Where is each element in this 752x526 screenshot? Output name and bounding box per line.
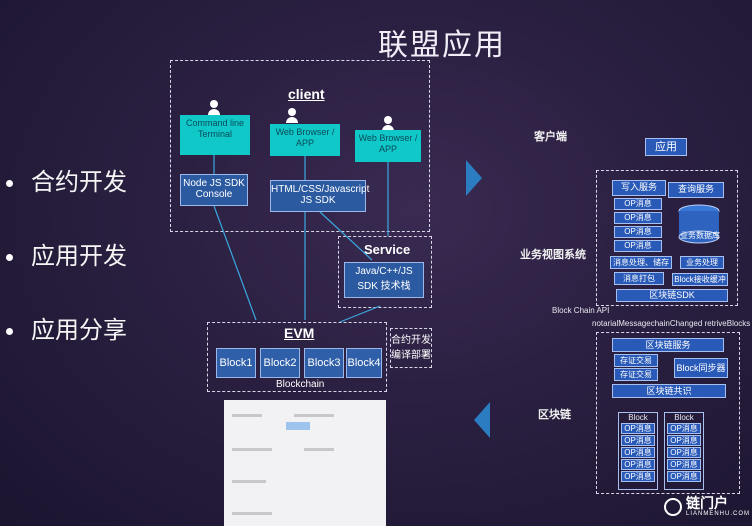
chain-frame — [596, 332, 740, 494]
op-msg: OP消息 — [614, 212, 662, 224]
app-box: 应用 — [645, 138, 687, 156]
client-frame — [170, 60, 430, 232]
inset-button — [286, 422, 310, 430]
block-item: Block1 — [216, 348, 256, 378]
op-msg: OP消息 — [614, 226, 662, 238]
logo-icon — [664, 498, 682, 516]
client-box-browser: Web Browser / APP — [270, 124, 340, 156]
connector-line — [339, 305, 381, 323]
block-column: Block OP消息 OP消息 OP消息 OP消息 OP消息 — [664, 412, 704, 490]
chain-sdk: 区块链SDK — [616, 289, 728, 302]
page-title: 联盟应用 — [378, 29, 506, 62]
api-calls: notarialMessagechainChanged retriveBlock… — [592, 319, 751, 328]
block-col-label: Block — [628, 413, 648, 422]
msg-process: 消息处理、储存 — [610, 256, 672, 269]
bullet-item: 合约开发 — [6, 162, 127, 197]
sdk-box-node: Node JS SDK Console — [180, 174, 248, 206]
chain-service: 区块链服务 — [612, 338, 724, 352]
watermark: 链门户 LIANMENHU.COM — [664, 496, 750, 518]
watermark-text: 链门户 — [686, 495, 728, 511]
side-label-client: 客户端 — [534, 131, 567, 143]
evm-label: EVM — [284, 325, 315, 341]
bullet-dot-icon — [6, 254, 13, 262]
store-tx: 存证交易 — [614, 354, 658, 367]
biz-process: 业务处理 — [680, 256, 724, 269]
op-msg: OP消息 — [667, 447, 701, 458]
bullet-dot-icon — [6, 328, 13, 336]
service-frame — [338, 236, 432, 308]
bullet-dot-icon — [6, 180, 13, 188]
user-icon — [286, 108, 298, 123]
deploy-box: 合约开发 编译部署 — [390, 328, 432, 368]
query-service: 查询服务 — [668, 182, 724, 198]
client-label: client — [288, 86, 325, 102]
business-frame — [596, 170, 738, 306]
connector-line — [319, 211, 373, 261]
write-service: 写入服务 — [612, 180, 666, 196]
block-item: Block4 — [346, 348, 382, 378]
client-box-terminal: Command line Terminal — [180, 115, 250, 155]
bullet-item: 应用开发 — [6, 236, 127, 271]
op-msg: OP消息 — [667, 435, 701, 446]
op-msg: OP消息 — [621, 435, 655, 446]
side-label-chain: 区块链 — [538, 409, 571, 421]
blockchain-label: Blockchain — [276, 379, 325, 390]
store-tx: 存证交易 — [614, 368, 658, 381]
db-label: 业务数据库 — [680, 231, 720, 240]
watermark-sub: LIANMENHU.COM — [686, 511, 751, 517]
consensus: 区块链共识 — [612, 384, 726, 398]
evm-frame — [207, 322, 387, 392]
op-msg: OP消息 — [667, 459, 701, 470]
op-msg: OP消息 — [614, 198, 662, 210]
op-msg: OP消息 — [621, 471, 655, 482]
block-recv: Block接收缓冲 — [672, 273, 728, 286]
block-item: Block3 — [304, 348, 344, 378]
api-label: Block Chain API — [552, 306, 610, 315]
inset-screenshot — [224, 400, 386, 526]
database-icon — [678, 204, 720, 244]
service-label: Service — [364, 242, 411, 257]
op-msg: OP消息 — [667, 423, 701, 434]
bullet-item: 应用分享 — [6, 310, 127, 345]
sdk-box-js: HTML/CSS/Javascript JS SDK — [270, 180, 369, 212]
op-msg: OP消息 — [614, 240, 662, 252]
block-item: Block2 — [260, 348, 300, 378]
connector-line — [213, 205, 257, 321]
service-box: Java/C++/JS SDK 技术栈 — [344, 262, 424, 298]
side-label-business: 业务视图系统 — [520, 249, 586, 261]
op-msg: OP消息 — [621, 447, 655, 458]
arrow-right-icon — [466, 160, 482, 196]
op-msg: OP消息 — [621, 459, 655, 470]
user-icon — [382, 116, 394, 131]
msg-pack: 消息打包 — [614, 272, 664, 285]
block-column: Block OP消息 OP消息 OP消息 OP消息 OP消息 — [618, 412, 658, 490]
arrow-left-icon — [474, 402, 490, 438]
op-msg: OP消息 — [667, 471, 701, 482]
client-box-browser: Web Browser / APP — [355, 130, 421, 162]
block-sync: Block同步器 — [674, 358, 728, 378]
block-col-label: Block — [674, 413, 694, 422]
user-icon — [208, 100, 220, 115]
op-msg: OP消息 — [621, 423, 655, 434]
